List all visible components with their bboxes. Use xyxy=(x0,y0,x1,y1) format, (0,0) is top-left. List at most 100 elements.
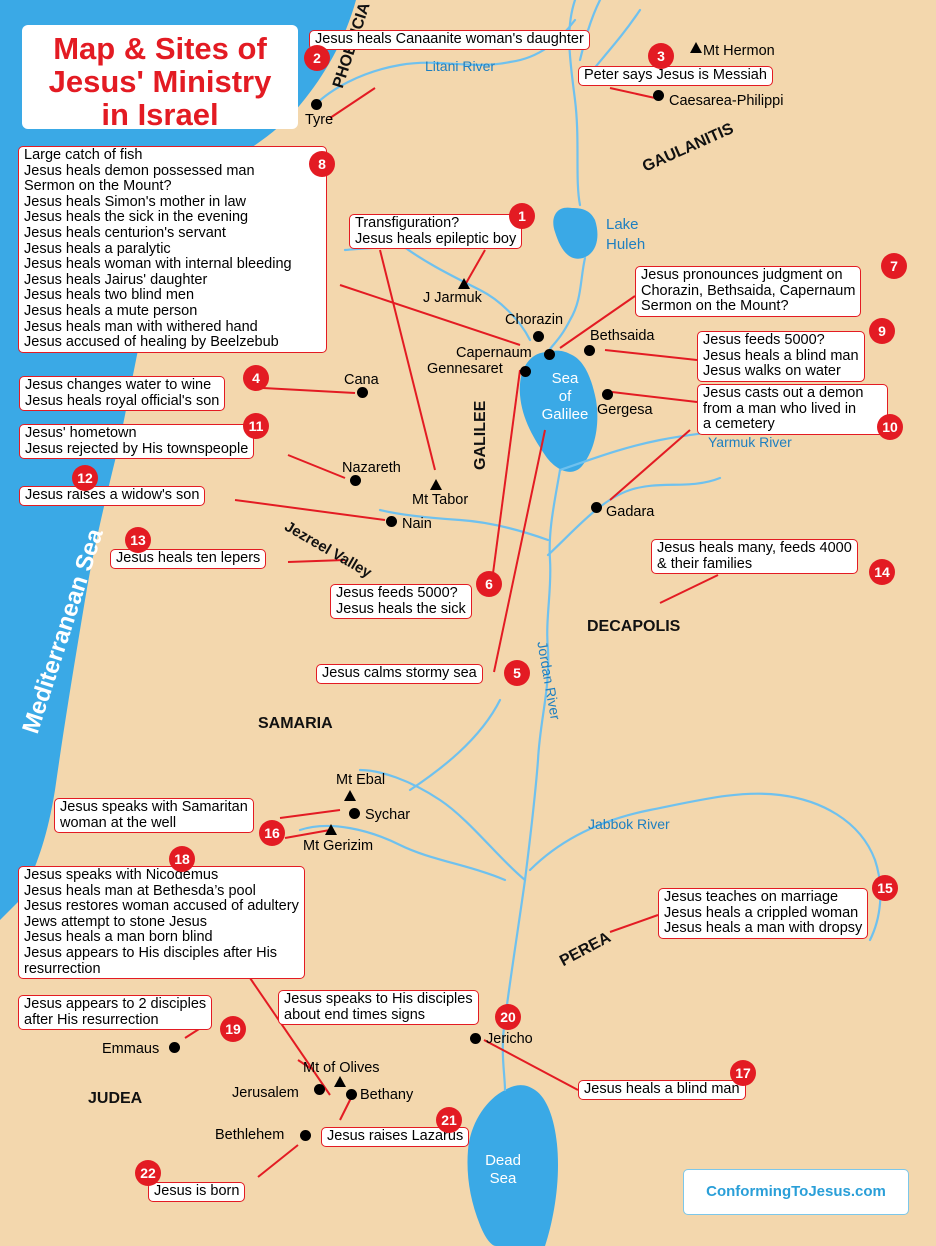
gergesa-marker xyxy=(602,389,613,400)
bethsaida-marker xyxy=(584,345,595,356)
callout-2: Jesus heals Canaanite woman's daughter xyxy=(309,30,590,50)
place-mt-hermon: Mt Hermon xyxy=(703,43,775,59)
callout-number-18: 18 xyxy=(169,846,195,872)
chorazin-marker xyxy=(533,331,544,342)
tyre-marker xyxy=(311,99,322,110)
callout-number-16: 16 xyxy=(259,820,285,846)
caesarea-marker xyxy=(653,90,664,101)
sea-of-galilee-water xyxy=(519,350,598,472)
nazareth-marker xyxy=(350,475,361,486)
place-nazareth: Nazareth xyxy=(342,460,401,476)
sychar-marker xyxy=(349,808,360,819)
place-bethsaida: Bethsaida xyxy=(590,328,655,344)
callout-5: Jesus calms stormy sea xyxy=(316,664,483,684)
cana-marker xyxy=(357,387,368,398)
water-sea-of-galilee: Sea of Galilee xyxy=(541,370,589,423)
water-litani-river: Litani River xyxy=(425,58,496,74)
title-line-1: Map & Sites of xyxy=(53,31,267,66)
water-jabbok-river: Jabbok River xyxy=(588,816,670,832)
bethlehem-marker xyxy=(300,1130,311,1141)
mt-hermon-marker xyxy=(690,42,702,53)
callout-22: Jesus is born xyxy=(148,1182,246,1202)
capernaum-marker xyxy=(544,349,555,360)
callout-number-6: 6 xyxy=(476,571,502,597)
region-decapolis: DECAPOLIS xyxy=(587,618,681,635)
region-galilee: GALILEE xyxy=(472,400,489,470)
callout-number-9: 9 xyxy=(869,318,895,344)
callout-number-19: 19 xyxy=(220,1016,246,1042)
map-title-box: Map & Sites of Jesus' Ministry in Israel xyxy=(22,25,298,132)
leader-lines xyxy=(184,87,719,1178)
place-gennesaret: Gennesaret xyxy=(427,361,503,377)
mt-gerizim-marker xyxy=(325,824,337,835)
place-nain: Nain xyxy=(402,516,432,532)
site-brand-label: ConformingToJesus.com xyxy=(683,1169,909,1215)
callout-number-8: 8 xyxy=(309,151,335,177)
callout-13: Jesus heals ten lepers xyxy=(110,549,267,569)
title-line-2: Jesus' Ministry xyxy=(48,64,272,99)
callout-number-11: 11 xyxy=(243,413,269,439)
bethany-marker xyxy=(346,1089,357,1100)
dead-sea-water xyxy=(467,1085,558,1246)
place-bethany: Bethany xyxy=(360,1087,414,1103)
place-mt-tabor: Mt Tabor xyxy=(412,492,469,508)
place-tyre: Tyre xyxy=(305,112,334,128)
callout-number-14: 14 xyxy=(869,559,895,585)
place-j-jarmuk: J Jarmuk xyxy=(423,290,482,306)
title-line-3: in Israel xyxy=(101,97,219,132)
emmaus-marker xyxy=(169,1042,180,1053)
gadara-marker xyxy=(591,502,602,513)
place-jericho: Jericho xyxy=(486,1031,533,1047)
callout-21: Jesus raises Lazarus xyxy=(321,1127,470,1147)
callout-17: Jesus heals a blind man xyxy=(578,1080,746,1100)
place-mt-of-olives: Mt of Olives xyxy=(303,1060,380,1076)
jerusalem-marker xyxy=(314,1084,325,1095)
callout-1: Transfiguration?Jesus heals epileptic bo… xyxy=(349,214,523,250)
callout-number-2: 2 xyxy=(304,45,330,71)
callout-number-15: 15 xyxy=(872,875,898,901)
water-yarmuk-river: Yarmuk River xyxy=(708,434,792,450)
place-capernaum: Capernaum xyxy=(456,345,532,361)
callout-number-12: 12 xyxy=(72,465,98,491)
callout-number-20: 20 xyxy=(495,1004,521,1030)
mt-tabor-marker xyxy=(430,479,442,490)
callout-9: Jesus feeds 5000?Jesus heals a blind man… xyxy=(697,331,865,382)
callout-number-13: 13 xyxy=(125,527,151,553)
region-samaria: SAMARIA xyxy=(258,715,333,732)
callout-number-5: 5 xyxy=(504,660,530,686)
callout-number-3: 3 xyxy=(648,43,674,69)
callout-number-4: 4 xyxy=(243,365,269,391)
region-judea: JUDEA xyxy=(88,1090,143,1107)
callout-number-22: 22 xyxy=(135,1160,161,1186)
lake-huleh-water xyxy=(553,207,598,259)
callout-number-7: 7 xyxy=(881,253,907,279)
place-bethlehem: Bethlehem xyxy=(215,1127,285,1143)
callout-number-21: 21 xyxy=(436,1107,462,1133)
water-lake-huleh: Lake Huleh xyxy=(606,216,646,253)
place-chorazin: Chorazin xyxy=(505,312,564,328)
place-jerusalem: Jerusalem xyxy=(232,1085,299,1101)
jericho-marker xyxy=(470,1033,481,1044)
place-mt-ebal: Mt Ebal xyxy=(336,772,386,788)
place-mt-gerizim: Mt Gerizim xyxy=(303,838,374,854)
nain-marker xyxy=(386,516,397,527)
place-gadara: Gadara xyxy=(606,504,655,520)
place-gergesa: Gergesa xyxy=(597,402,653,418)
place-sychar: Sychar xyxy=(365,807,411,823)
place-caesarea-philippi: Caesarea-Philippi xyxy=(669,93,784,109)
callout-number-17: 17 xyxy=(730,1060,756,1086)
place-cana: Cana xyxy=(344,372,379,388)
water-dead-sea: Dead Sea xyxy=(485,1152,521,1187)
callout-14: Jesus heals many, feeds 4000& their fami… xyxy=(651,539,858,575)
place-emmaus: Emmaus xyxy=(102,1041,160,1057)
callout-number-1: 1 xyxy=(509,203,535,229)
gennesaret-marker xyxy=(520,366,531,377)
